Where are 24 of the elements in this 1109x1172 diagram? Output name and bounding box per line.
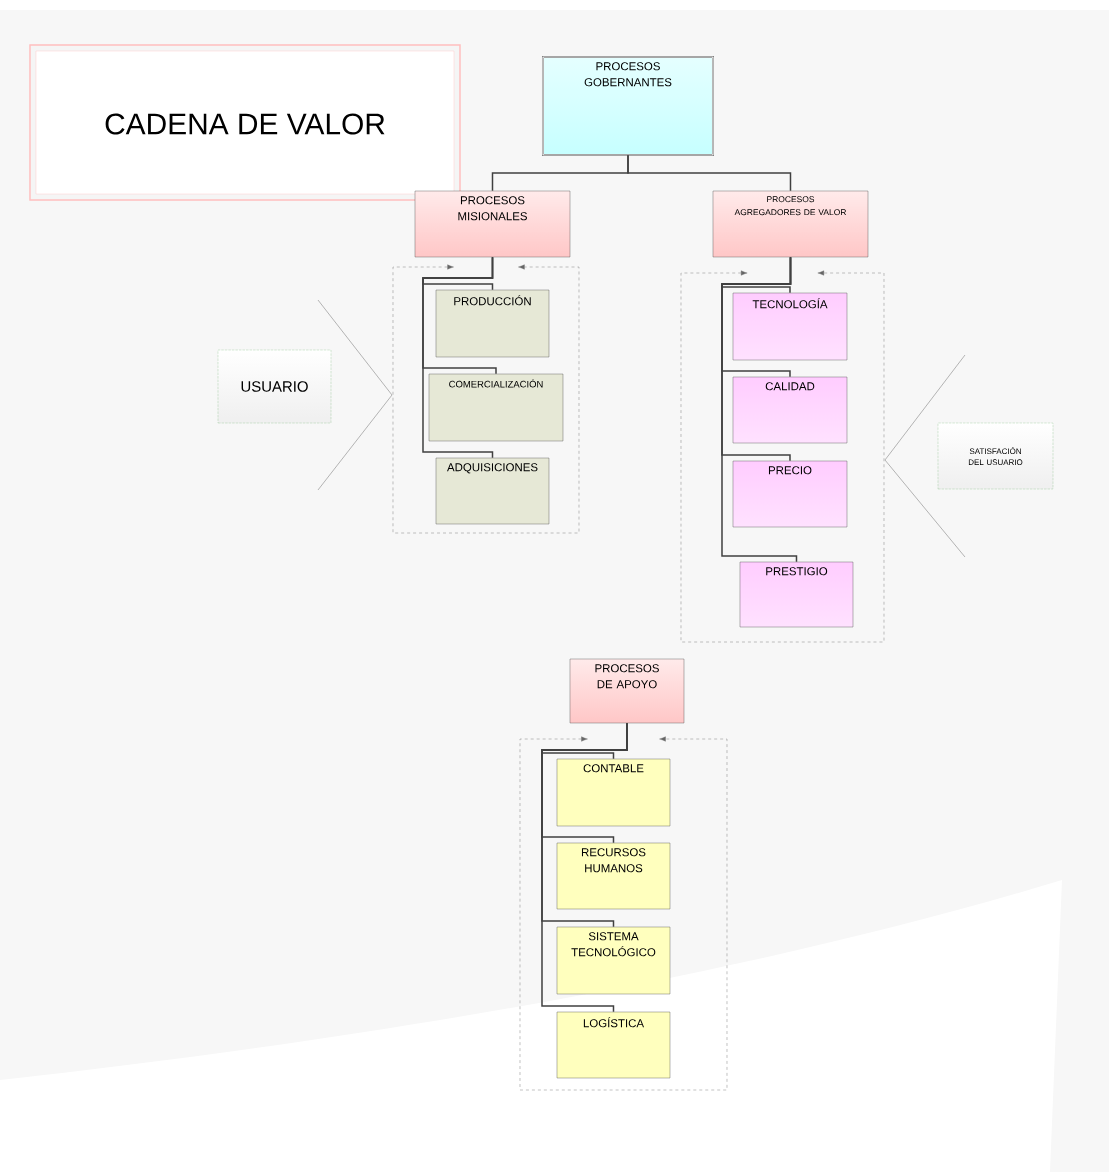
process-box: PRESTIGIO	[739, 561, 854, 628]
process-box: CONTABLE	[556, 758, 671, 827]
process-box: LOGÍSTICA	[556, 1011, 671, 1079]
connector	[627, 154, 792, 192]
process-box: PRECIO	[732, 460, 848, 528]
process-box: PROCESOS GOBERNANTES	[542, 56, 714, 156]
label-box: USUARIO	[217, 349, 332, 424]
process-box: COMERCIALIZACIÓN	[428, 373, 564, 442]
connector	[721, 256, 798, 563]
group-frame	[392, 264, 580, 534]
title-box: CADENA DE VALOR	[29, 44, 461, 201]
group-frame	[680, 270, 885, 643]
group-frame	[519, 736, 728, 1091]
process-box: RECURSOS HUMANOS	[556, 842, 671, 910]
process-box: SISTEMA TECNOLÓGICO	[556, 926, 671, 995]
process-box: CALIDAD	[732, 376, 848, 444]
connector	[541, 722, 628, 1013]
process-box: PROCESOS MISIONALES	[414, 190, 571, 258]
process-box: ADQUISICIONES	[435, 457, 550, 525]
process-box: PROCESOS DE APOYO	[569, 658, 685, 724]
process-box: TECNOLOGÍA	[732, 292, 848, 361]
process-box: PROCESOS AGREGADORES DE VALOR	[712, 190, 869, 258]
connector	[422, 256, 494, 459]
process-box: PRODUCCIÓN	[435, 289, 550, 358]
